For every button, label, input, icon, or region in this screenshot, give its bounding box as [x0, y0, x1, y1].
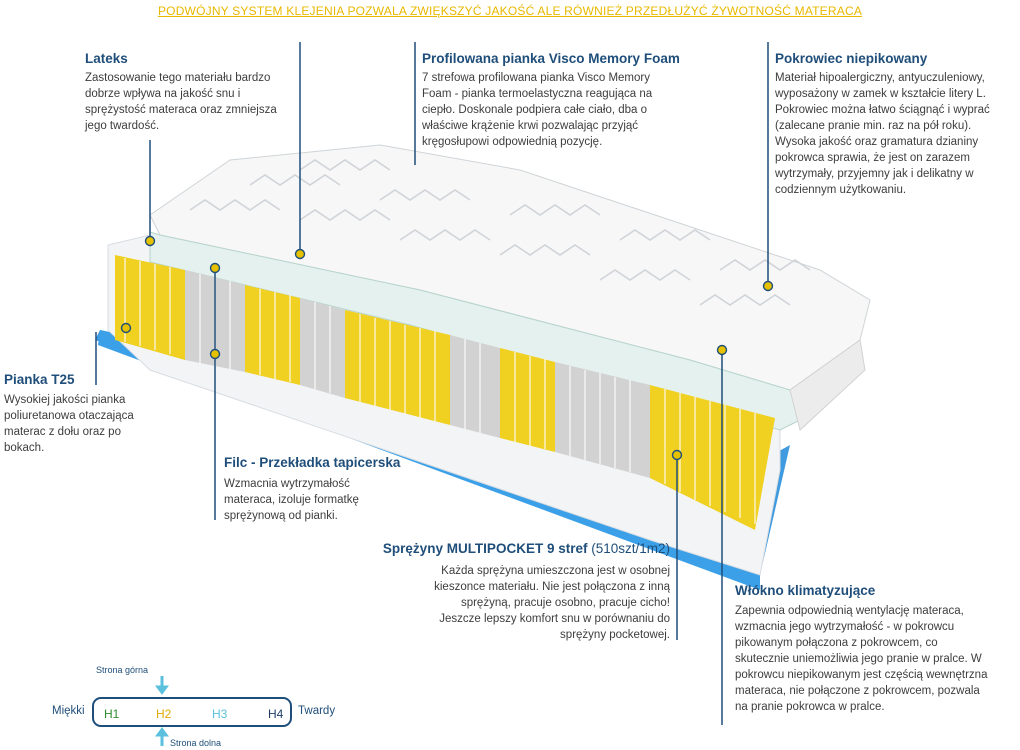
spring-zone-3 [245, 285, 300, 385]
pianka-line: materac z dołu oraz po [4, 426, 121, 438]
pianka-line: Wysokiej jakości pianka [4, 394, 126, 406]
sprezyny-line: kieszonce materiału. Nie jest połączona … [434, 581, 670, 593]
miekki-label: Miękki [52, 705, 85, 717]
visco-line: Foam - pianka termoelastyczna reagująca … [422, 88, 653, 100]
arrow-down-icon [155, 685, 169, 695]
visco-line: kręgosłupowi odpowiednią pozycję. [422, 136, 603, 148]
header-banner: PODWÓJNY SYSTEM KLEJENIA POZWALA ZWIĘKSZ… [157, 4, 863, 18]
strona-dolna-label: Strona dolna [170, 738, 222, 748]
wlokno-line: na pranie pokrowca w pralce. [735, 701, 885, 713]
visco-line: ciepło. Doskonale podpiera całe ciało, d… [422, 104, 648, 116]
marker-filc-top [209, 262, 221, 274]
marker-visco [294, 248, 306, 260]
marker-wlokno [716, 344, 728, 356]
wlokno-line: Zapewnia odpowiednią wentylację materaca… [735, 605, 964, 617]
quilting-pattern [189, 159, 811, 306]
wlokno-line: materaca, nie połączone z pokrowcem, poz… [735, 685, 980, 697]
wlokno-desc: Zapewnia odpowiednią wentylację materaca… [735, 603, 1017, 715]
sprezyny-title-bold: Sprężyny MULTIPOCKET 9 stref [382, 541, 588, 556]
sprezyny-desc: Każda sprężyna umieszczona jest w osobne… [380, 563, 670, 643]
marker-pianka [120, 322, 132, 334]
pokrowiec-title: Pokrowiec niepikowany [775, 51, 928, 66]
sprezyny-title-extra: (510szt/1m2) [587, 541, 670, 556]
wlokno-line: wzmacnia jego wytrzymałość - w pokrowcu [735, 621, 955, 633]
visco-line: 7 strefowa profilowana pianka Visco Memo… [422, 72, 650, 84]
pokrowiec-line: wytrzymały, przyjemny jak i delikatny w [775, 168, 974, 180]
spring-zone-6 [450, 335, 500, 438]
marker-dots [120, 235, 774, 461]
lateks-title: Lateks [85, 51, 128, 66]
marker-sprezyny [671, 449, 683, 461]
hardness-arrows [155, 676, 169, 746]
filc-line: Wzmacnia wytrzymałość [224, 478, 350, 490]
wlokno-title: Włókno klimatyzujące [735, 583, 876, 598]
filc-line: sprężynową od pianki. [224, 510, 338, 522]
sprezyny-line: Każda sprężyna umieszczona jest w osobne… [441, 565, 670, 577]
wlokno-line: pikowanym połączona z pokrowcem, co [735, 637, 938, 649]
sprezyny-line: sprężyny pocketowej. [560, 629, 670, 641]
wlokno-line: pokrowcu niepikowanym jest częścią wewnę… [735, 669, 988, 681]
pokrowiec-line: codziennym użytkowaniu. [775, 184, 907, 196]
spring-zone-5 [345, 310, 450, 425]
sprezyny-title: Sprężyny MULTIPOCKET 9 stref (510szt/1m2… [380, 541, 670, 556]
pokrowiec-desc: Materiał hipoalergiczny, antyuczuleniowy… [775, 70, 1015, 198]
visco-desc: 7 strefowa profilowana pianka Visco Memo… [422, 70, 692, 150]
lateks-line: dobrze wpływa na jakość snu i [85, 88, 241, 100]
leader-lines [95, 42, 769, 725]
sprezyny-line: sprężyną, pracuje osobno, pracuje cicho! [460, 597, 670, 609]
hardness-h2: H2 [156, 707, 172, 721]
spring-zone-7 [500, 348, 555, 452]
pokrowiec-line: (zalecane pranie min. raz na pół roku). [775, 120, 972, 132]
arrow-up-icon [155, 727, 169, 737]
lateks-line: Zastosowanie tego materiału bardzo [85, 72, 271, 84]
spring-column-lines [124, 258, 756, 524]
strona-gorna-label: Strona górna [96, 665, 149, 675]
pianka-line: bokach. [4, 442, 45, 454]
marker-lateks [144, 235, 156, 247]
lateks-desc: Zastosowanie tego materiału bardzo dobrz… [85, 70, 315, 134]
spring-zone-9 [650, 385, 775, 530]
marker-filc [209, 348, 221, 360]
pokrowiec-line: Wysoka jakość oraz gramatura dzianiny [775, 136, 979, 148]
wlokno-line: skutecznie uniemożliwia jego pranie w pr… [735, 653, 982, 665]
pianka-desc: Wysokiej jakości pianka poliuretanowa ot… [4, 392, 174, 456]
pokrowiec-line: Pokrowiec można łatwo ściągnąć i wyprać [775, 104, 990, 116]
filc-title: Filc - Przekładka tapicerska [224, 455, 401, 470]
spring-zone-1 [115, 255, 185, 360]
spring-zone-8 [555, 362, 650, 478]
filc-line: materaca, izoluje formatkę [224, 494, 359, 506]
lateks-line: jego twardość. [85, 120, 160, 132]
visco-title: Profilowana pianka Visco Memory Foam [422, 51, 680, 66]
spring-zone-4 [300, 298, 345, 398]
visco-line: właściwe krążenie krwi pozwalając przyją… [422, 120, 639, 132]
pokrowiec-line: wyposażony w zamek w kształcie litery L. [775, 88, 986, 100]
sprezyny-line: Jeszcze lepszy komfort snu w porównaniu … [439, 613, 670, 625]
filc-desc: Wzmacnia wytrzymałość materaca, izoluje … [224, 476, 404, 524]
hardness-scale [92, 697, 292, 727]
hardness-h4: H4 [268, 707, 284, 721]
pokrowiec-line: pokrowca sprawia, że jest on zarazem [775, 152, 970, 164]
pianka-title: Pianka T25 [4, 372, 75, 387]
twardy-label: Twardy [298, 705, 336, 717]
pokrowiec-line: Materiał hipoalergiczny, antyuczuleniowy… [775, 72, 985, 84]
hardness-h3: H3 [212, 707, 228, 721]
marker-pokrowiec [762, 280, 774, 292]
lateks-line: sprężystość materaca oraz zmniejsza [85, 104, 277, 116]
pianka-line: poliuretanowa otaczająca [4, 410, 134, 422]
hardness-h1: H1 [104, 707, 120, 721]
